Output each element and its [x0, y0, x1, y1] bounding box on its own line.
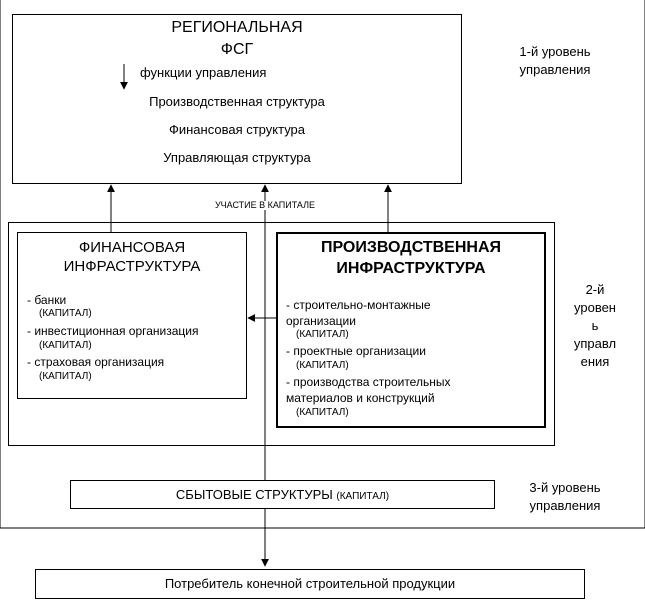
sales-label: СБЫТОВЫЕ СТРУКТУРЫ	[175, 487, 333, 502]
production-infrastructure-box	[276, 232, 546, 428]
level-2-label-a: 2-й	[585, 282, 605, 297]
level-2-label-e: ения	[580, 354, 610, 369]
production-item-construction: - строительно-монтажные	[286, 298, 431, 312]
structure-production: Производственная структура	[149, 94, 325, 109]
consumer-box	[35, 569, 585, 599]
sales-tag: (КАПИТАЛ)	[336, 491, 390, 502]
production-item-design: - проектные организации	[286, 344, 426, 358]
structure-management: Управляющая структура	[163, 150, 311, 165]
level-1-label-b: управления	[519, 62, 591, 77]
financial-item-insurance-tag: (КАПИТАЛ)	[39, 371, 92, 382]
consumer-label: Потребитель конечной строительной продук…	[164, 576, 456, 591]
sales-structures-label: СБЫТОВЫЕ СТРУКТУРЫ (КАПИТАЛ)	[70, 488, 495, 502]
financial-title-2: ИНФРАСТРУКТУРА	[63, 258, 201, 275]
regional-title: РЕГИОНАЛЬНАЯ	[171, 19, 303, 36]
production-title-2: ИНФРАСТРУКТУРА	[336, 260, 486, 277]
participation-label: УЧАСТИЕ В КАПИТАЛЕ	[190, 201, 340, 210]
level-3-label-a: 3-й уровень	[529, 480, 601, 495]
financial-item-insurance: - страховая организация	[27, 355, 165, 369]
production-item-design-tag: (КАПИТАЛ)	[296, 360, 349, 371]
production-item-materials-2: материалов и конструкций	[286, 391, 435, 405]
sales-structures-box	[70, 480, 495, 509]
financial-title: ФИНАНСОВАЯ	[78, 239, 186, 256]
financial-item-banks-tag: (КАПИТАЛ)	[39, 308, 92, 319]
production-item-construction-2: организации	[286, 314, 356, 328]
level-2-label-d: управл	[573, 336, 617, 351]
production-item-materials-tag: (КАПИТАЛ)	[296, 407, 349, 418]
functions-label: функции управления	[140, 65, 267, 80]
financial-infrastructure-box	[17, 232, 247, 399]
level-3-label-b: управления	[529, 498, 601, 513]
level-2-container	[8, 222, 555, 446]
level-1-label-a: 1-й уровень	[519, 44, 591, 59]
production-item-construction-tag: (КАПИТАЛ)	[296, 329, 349, 340]
financial-item-investment-tag: (КАПИТАЛ)	[39, 340, 92, 351]
financial-item-banks: - банки	[27, 293, 67, 307]
regional-fsg-box	[12, 14, 462, 184]
structure-financial: Финансовая структура	[168, 122, 306, 137]
level-2-label-c: ь	[591, 318, 599, 333]
regional-subtitle: ФСГ	[220, 41, 254, 58]
outer-frame	[0, 0, 645, 529]
financial-item-investment: - инвестиционная организация	[27, 324, 199, 338]
level-2-label-b: уровен	[574, 300, 616, 315]
production-title: ПРОИЗВОДСТВЕННАЯ	[320, 239, 502, 256]
production-item-materials: - производства строительных	[286, 375, 451, 389]
